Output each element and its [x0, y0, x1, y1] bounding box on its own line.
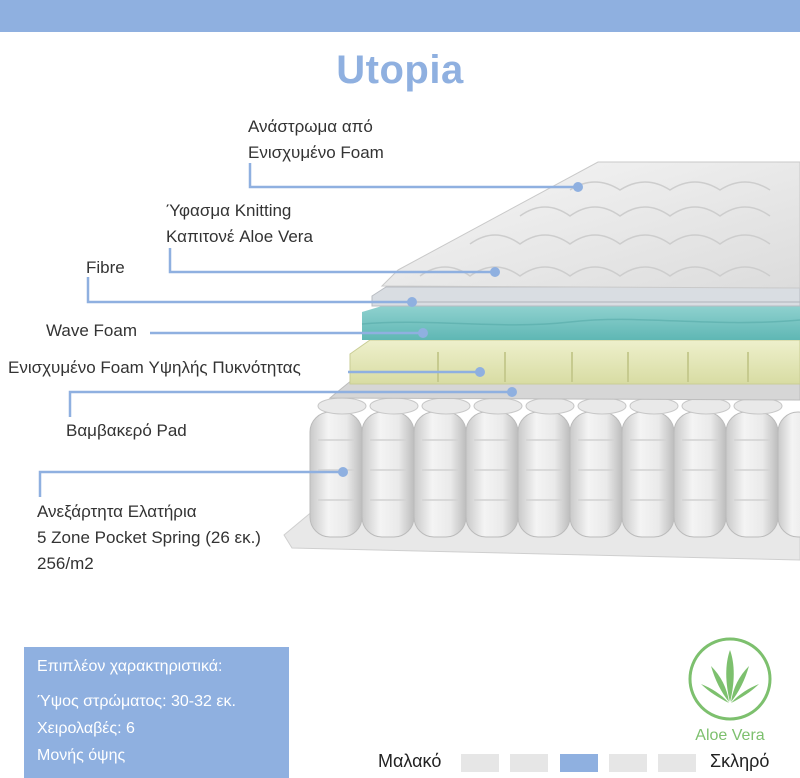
firmness-soft-label: Μαλακό [378, 751, 442, 771]
firmness-level-5 [658, 754, 696, 772]
firmness-level-1 [461, 754, 499, 772]
label-quilted-foam: Ανάστρωμα από Ενισχυμένο Foam [248, 114, 384, 166]
top-banner [0, 0, 800, 32]
firmness-level-4 [609, 754, 647, 772]
label-cotton-pad: Βαμβακερό Pad [66, 418, 187, 444]
label-line: Wave Foam [46, 321, 138, 340]
product-title: Utopia [336, 48, 464, 92]
label-high-density-foam: Ενισχυμένο Foam Υψηλής Πυκνότητας [8, 355, 301, 381]
label-line: Καπιτονέ Aloe Vera [166, 227, 313, 246]
label-line: 5 Zone Pocket Spring (26 εκ.) [37, 528, 261, 547]
label-line: Ενισχυμένο Foam Υψηλής Πυκνότητας [8, 358, 301, 377]
label-line: Ύφασμα Knitting [166, 201, 292, 220]
label-line: 256/m2 [37, 554, 94, 573]
quilted-top-layer [380, 161, 800, 289]
label-pocket-springs: Ανεξάρτητα Ελατήρια 5 Zone Pocket Spring… [37, 499, 261, 577]
label-line: Βαμβακερό Pad [66, 421, 187, 440]
aloe-vera-icon [688, 637, 772, 721]
callout-dots [338, 182, 583, 477]
feature-item: Χειρολαβές: 6 [37, 720, 135, 737]
fibre-layer [371, 286, 800, 307]
label-line: Fibre [86, 258, 125, 277]
label-fibre: Fibre [86, 255, 125, 281]
label-line: Ανεξάρτητα Ελατήρια [37, 502, 197, 521]
wave-foam-layer [361, 306, 800, 340]
firmness-level-3 [560, 754, 598, 772]
high-density-foam-layer [349, 339, 800, 385]
label-knitting-fabric: Ύφασμα Knitting Καπιτονέ Aloe Vera [166, 198, 313, 250]
features-panel: Επιπλέον χαρακτηριστικά: Ύψος στρώματος:… [24, 647, 289, 778]
firmness-hard-label: Σκληρό [710, 751, 770, 771]
aloe-vera-label: Aloe Vera [695, 727, 765, 744]
cotton-pad-layer [328, 379, 800, 401]
feature-item: Ύψος στρώματος: 30-32 εκ. [37, 693, 236, 710]
callout-lines [38, 163, 578, 497]
feature-item: Μονής όψης [37, 747, 126, 764]
label-line: Ενισχυμένο Foam [248, 143, 384, 162]
mattress-cross-section-illustration [38, 161, 800, 561]
features-heading: Επιπλέον χαρακτηριστικά: [37, 658, 223, 675]
label-line: Ανάστρωμα από [248, 117, 373, 136]
firmness-level-2 [510, 754, 548, 772]
pocket-springs [309, 397, 800, 538]
label-wave-foam: Wave Foam [46, 318, 137, 344]
